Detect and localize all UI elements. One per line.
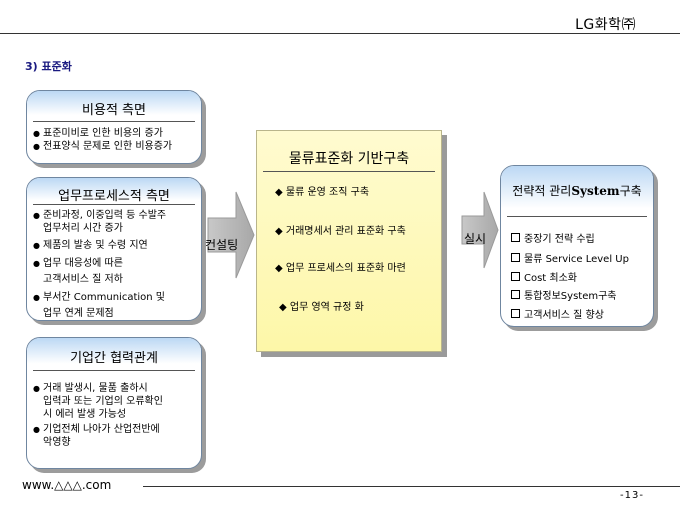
square-icon <box>511 272 520 281</box>
bullet-icon: ● <box>33 425 40 434</box>
section-title: 3) 표준화 <box>25 60 72 73</box>
diamond-icon: ◆ <box>275 187 283 198</box>
diamond-icon: ◆ <box>275 263 283 274</box>
square-icon <box>511 309 520 318</box>
strategic-item: 고객서비스 질 향상 <box>511 306 604 321</box>
consulting-label: 컨설팅 <box>205 238 239 252</box>
process-box-header: 업무프로세스적 측면 <box>27 178 201 206</box>
list-item-continuation: 고객서비스 질 저하 <box>43 274 123 285</box>
list-item: ●준비과정, 이중입력 등 수발주 <box>33 210 167 221</box>
process-box-list: ●준비과정, 이중입력 등 수발주 업무처리 시간 증가 ●제품의 발송 및 수… <box>33 209 197 320</box>
list-item: ●업무 대응성에 따른 <box>33 258 123 269</box>
bullet-icon: ● <box>33 241 40 250</box>
list-item: ●거래 발생시, 물품 출하시 <box>33 383 148 394</box>
implementation-label: 실시 <box>464 232 487 246</box>
standardization-item: ◆ 업무 프로세스의 표준화 마련 <box>275 263 406 274</box>
cost-box-title: 비용적 측면 <box>82 103 146 118</box>
list-item: ●기업전체 나아가 산업전반에 <box>33 424 160 435</box>
list-item: ●제품의 발송 및 수령 지연 <box>33 240 148 251</box>
standardization-item: ◆ 물류 운영 조직 구축 <box>275 187 370 198</box>
inter-company-box-rule <box>33 370 195 371</box>
strategic-item: Cost 최소화 <box>511 269 577 284</box>
header-rule <box>0 33 680 34</box>
bullet-icon: ● <box>33 293 40 302</box>
strategic-system-title: 전략적 관리 System 구축 <box>512 184 642 198</box>
cost-box-header: 비용적 측면 <box>27 91 201 121</box>
inter-company-box-title: 기업간 협력관계 <box>70 351 158 366</box>
bullet-icon: ● <box>33 211 40 220</box>
process-box-title: 업무프로세스적 측면 <box>58 189 170 204</box>
strategic-system-rule <box>507 216 647 217</box>
footer-rule <box>143 486 680 487</box>
standardization-box: 물류표준화 기반구축 ◆ 물류 운영 조직 구축 ◆ 거래명세서 관리 표준화 … <box>256 130 442 352</box>
standardization-rule <box>263 171 435 172</box>
footer-url: www.△△△.com <box>22 478 112 492</box>
cost-box-rule <box>33 121 195 122</box>
consulting-arrow-icon <box>207 191 255 279</box>
list-item-continuation: 입력과 또는 기업의 오류확인 <box>43 396 163 407</box>
square-icon <box>511 290 520 299</box>
list-item-continuation: 시 에러 발생 가능성 <box>43 409 127 420</box>
inter-company-box: 기업간 협력관계 ●거래 발생시, 물품 출하시 입력과 또는 기업의 오류확인… <box>26 337 202 469</box>
square-icon <box>511 253 520 262</box>
list-item: ●전표양식 문제로 인한 비용증가 <box>33 141 173 152</box>
list-item-continuation: 업무처리 시간 증가 <box>43 223 123 234</box>
cost-box-list: ●표준미비로 인한 비용의 증가 ●전표양식 문제로 인한 비용증가 <box>33 127 197 153</box>
standardization-item: ◆ 업무 영역 규정 화 <box>279 302 364 313</box>
process-box: 업무프로세스적 측면 ●준비과정, 이중입력 등 수발주 업무처리 시간 증가 … <box>26 177 202 321</box>
bullet-icon: ● <box>33 142 40 151</box>
standardization-title: 물류표준화 기반구축 <box>288 151 410 167</box>
bullet-icon: ● <box>33 384 40 393</box>
diamond-icon: ◆ <box>279 302 287 313</box>
list-item-continuation: 악영향 <box>43 437 71 448</box>
strategic-system-header: 전략적 관리 System 구축 <box>501 166 653 216</box>
strategic-item: 중장기 전략 수립 <box>511 230 595 245</box>
list-item-continuation: 업무 연계 문제점 <box>43 308 114 319</box>
list-item: ●표준미비로 인한 비용의 증가 <box>33 128 163 139</box>
inter-company-box-list: ●거래 발생시, 물품 출하시 입력과 또는 기업의 오류확인 시 에러 발생 … <box>33 382 197 449</box>
page-number: -13- <box>620 490 644 501</box>
diamond-icon: ◆ <box>275 226 283 237</box>
inter-company-box-header: 기업간 협력관계 <box>27 338 201 370</box>
process-box-rule <box>33 204 195 205</box>
square-icon <box>511 233 520 242</box>
bullet-icon: ● <box>33 259 40 268</box>
bullet-icon: ● <box>33 129 40 138</box>
strategic-item: 물류 Service Level Up <box>511 250 629 265</box>
strategic-system-box: 전략적 관리 System 구축 중장기 전략 수립 물류 Service Le… <box>500 165 654 327</box>
cost-box: 비용적 측면 ●표준미비로 인한 비용의 증가 ●전표양식 문제로 인한 비용증… <box>26 90 202 164</box>
strategic-item: 통합정보System구축 <box>511 287 617 302</box>
implementation-arrow-icon <box>461 191 499 269</box>
list-item: ●부서간 Communication 및 <box>33 292 165 303</box>
standardization-item: ◆ 거래명세서 관리 표준화 구축 <box>275 226 406 237</box>
company-name: LG화학㈜ <box>575 17 636 33</box>
